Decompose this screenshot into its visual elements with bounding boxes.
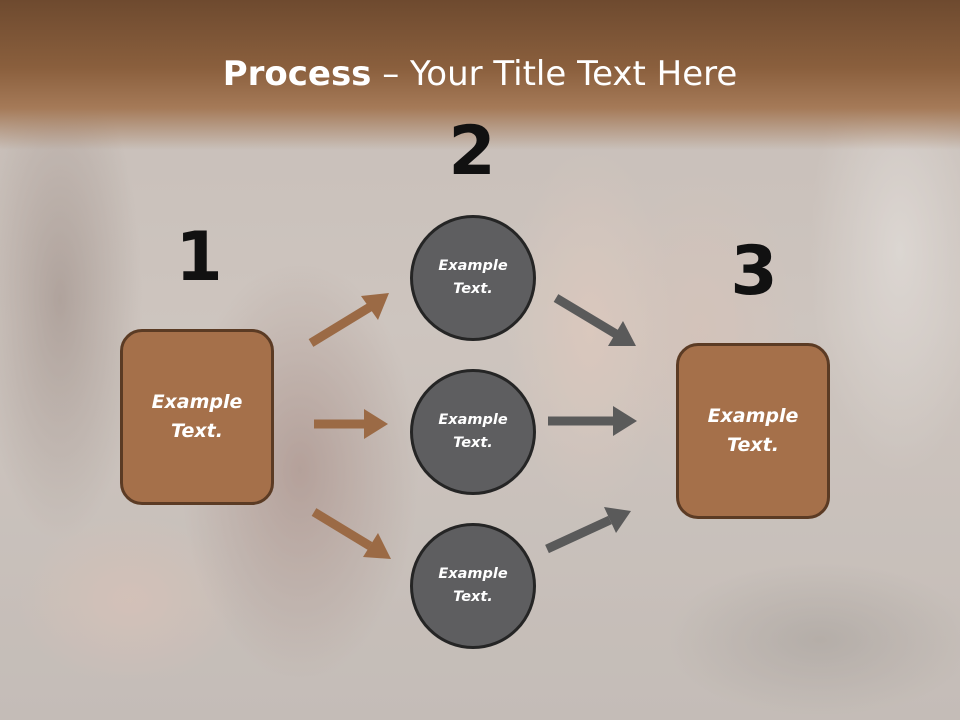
- step-1-box: Example Text.: [120, 329, 274, 505]
- step-2-circle-bottom: Example Text.: [410, 523, 536, 649]
- step-2-circle-middle-text: Example Text.: [438, 412, 508, 451]
- arrow-1-to-bottom: [311, 508, 391, 559]
- arrow-bottom-to-3: [545, 507, 631, 554]
- step-number-3: 3: [730, 232, 778, 311]
- step-2-circle-middle: Example Text.: [410, 369, 536, 495]
- arrow-top-to-3: [553, 294, 636, 346]
- step-1-text: Example Text.: [151, 391, 243, 442]
- title-bar: [0, 0, 960, 150]
- title-bold: Process: [222, 54, 372, 94]
- step-2-circle-top: Example Text.: [410, 215, 536, 341]
- slide-title: Process – Your Title Text Here: [0, 52, 960, 96]
- step-2-circle-bottom-text: Example Text.: [438, 566, 508, 605]
- step-number-1: 1: [175, 218, 223, 297]
- step-number-2: 2: [448, 112, 496, 191]
- arrow-middle-to-3: [548, 406, 637, 436]
- step-2-circle-top-text: Example Text.: [438, 258, 508, 297]
- step-3-box: Example Text.: [676, 343, 830, 519]
- step-3-text: Example Text.: [707, 405, 799, 456]
- title-rest: – Your Title Text Here: [371, 54, 738, 94]
- arrow-1-to-top: [308, 293, 389, 347]
- arrow-1-to-middle: [314, 409, 388, 439]
